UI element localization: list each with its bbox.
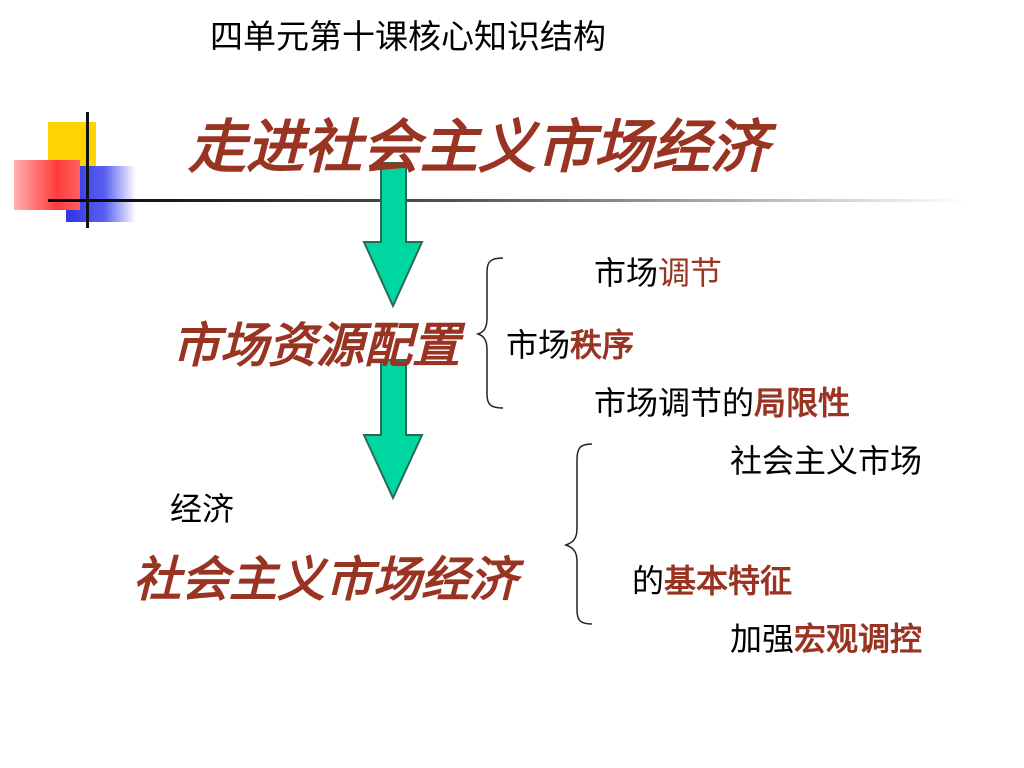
branch2-highlight: 基本特征 xyxy=(664,562,793,600)
branch1-item-order: 市场秩序 xyxy=(506,320,634,366)
branch2-basic-features: 的基本特征 xyxy=(632,556,792,602)
branch1-item-highlight: 局限性 xyxy=(754,384,851,422)
node-resource-allocation: 市场资源配置 xyxy=(172,320,461,373)
arrow-down-1 xyxy=(362,162,424,309)
branch2-highlight: 宏观调控 xyxy=(794,620,923,658)
branch1-item-regulation: 市场调节 xyxy=(594,248,722,294)
branch2-plain: 的 xyxy=(632,562,665,600)
node-economy-prefix: 经济 xyxy=(170,490,235,528)
branch2-macro-control: 加强宏观调控 xyxy=(730,614,922,660)
arrow-down-2 xyxy=(362,359,424,501)
branch1-item-limitations: 市场调节的局限性 xyxy=(594,378,850,424)
node-socialist-market-economy: 社会主义市场经济 xyxy=(133,554,518,607)
branch1-item-plain: 市场调节的 xyxy=(594,384,755,422)
branch2-plain: 加强 xyxy=(730,620,795,658)
branch1-item-highlight: 调节 xyxy=(658,254,723,292)
branch1-item-highlight: 秩序 xyxy=(570,326,635,364)
title-underline xyxy=(48,199,968,202)
brace-2 xyxy=(563,443,593,625)
branch1-item-plain: 市场 xyxy=(594,254,659,292)
branch1-item-plain: 市场 xyxy=(506,326,571,364)
main-title: 走进社会主义市场经济 xyxy=(188,115,769,180)
slide-header: 四单元第十课核心知识结构 xyxy=(210,17,606,56)
branch2-line1: 社会主义市场 xyxy=(730,442,923,480)
brace-1 xyxy=(475,257,504,409)
decor-vertical-line xyxy=(86,112,89,228)
